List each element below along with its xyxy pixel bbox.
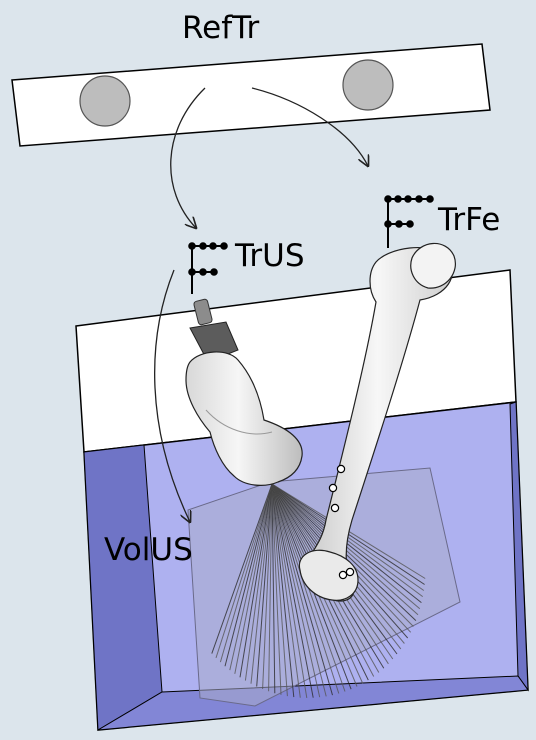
label-reftr: RefTr [182,10,260,46]
femur-fiducial-3 [331,504,338,511]
reference-marker-left [80,76,130,126]
label-trfe: TrFe [437,202,500,238]
femur-fiducial-1 [337,465,344,472]
femur-fiducial-4 [339,571,346,578]
femur-tracker-body [385,196,433,248]
reference-tracker [12,44,490,146]
label-trus: TrUS [234,238,305,274]
ultrasound-tracker-body [189,243,227,294]
femur-fiducial-5 [346,568,353,575]
label-volus: VolUS [104,532,193,568]
reference-marker-right [343,60,393,110]
femur-fiducial-2 [329,484,336,491]
